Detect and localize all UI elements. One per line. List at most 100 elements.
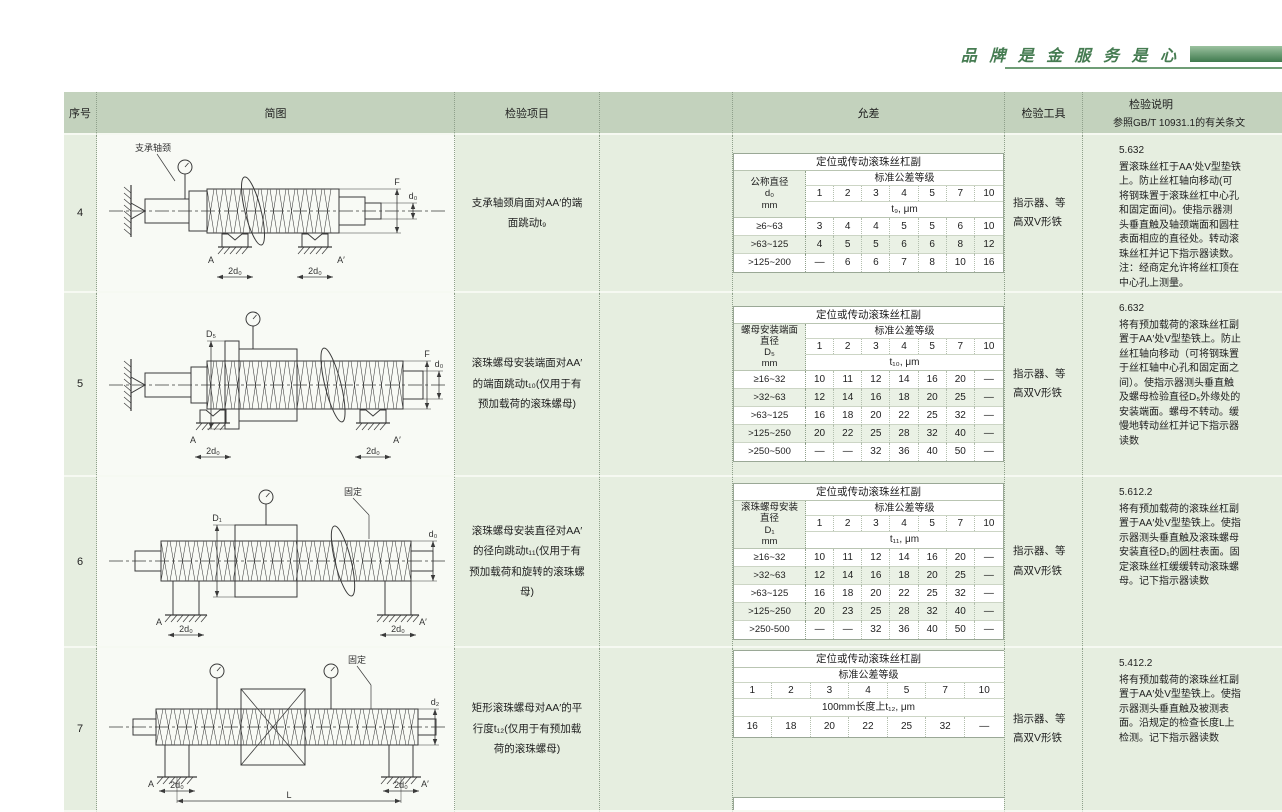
unit-label: t₁₁, μm <box>889 534 920 546</box>
grade-value: 3 <box>811 683 850 698</box>
slogan-text: 品 牌 是 金 服 务 是 心 <box>960 48 1180 65</box>
dim-label: d₀ <box>408 191 417 201</box>
tolerance-value: 11 <box>834 548 863 567</box>
grade-value: 7 <box>947 338 975 354</box>
grade-value: 1 <box>734 683 773 698</box>
tolerance-value: 4 <box>806 236 835 254</box>
tolerance-value: — <box>983 410 994 422</box>
header-item: 检验项目 <box>455 92 600 135</box>
tolerance-value: 20 <box>806 425 835 444</box>
tolerance-value: 16 <box>862 566 891 585</box>
tolerance-value: 10 <box>806 548 835 567</box>
tolerance-value: 32 <box>919 602 947 621</box>
tolerance-value: 18 <box>890 566 919 585</box>
tolerance-value: 32 <box>926 717 965 737</box>
tolerance-value: 25 <box>919 584 947 603</box>
spacer-cell <box>600 135 733 293</box>
tolerance-value: 32 <box>947 407 975 426</box>
tolerance-value: 6 <box>947 218 975 236</box>
tolerance-value: 18 <box>834 584 863 603</box>
tolerance-value: 25 <box>888 717 927 737</box>
tolerance-value: — <box>983 446 994 458</box>
tolerance-value: 22 <box>890 584 919 603</box>
header-tolerance-label: 允差 <box>857 107 880 120</box>
tolerance-value: 8 <box>947 236 975 254</box>
dim-label: D₁ <box>212 513 222 523</box>
slogan-area: 品 牌 是 金 服 务 是 心 <box>961 42 1282 66</box>
tolerance-value: 7 <box>890 254 919 272</box>
tolerance-value: 32 <box>947 584 975 603</box>
tolerance-value: 50 <box>947 443 975 462</box>
tolerance-value: 18 <box>890 389 919 408</box>
note-code: 5.632 <box>1119 145 1145 156</box>
size-range: >125~250 <box>734 602 806 621</box>
tolerance-value: 8 <box>919 254 947 272</box>
tolerance-value: 36 <box>890 443 919 462</box>
tolerance-value: 3 <box>806 218 835 236</box>
note-text: 将有预加载荷的滚珠丝杠副置于AA′处V型垫铁上。使指示器测头垂直触及滚珠螺母安装… <box>1119 503 1241 588</box>
size-range: ≥16~32 <box>734 548 806 567</box>
slogan-bar <box>1190 46 1282 62</box>
tolerance-value: 14 <box>890 548 919 567</box>
tolerance-value: 22 <box>890 407 919 426</box>
tolerance-value: 20 <box>862 584 891 603</box>
size-range: >250-500 <box>734 620 806 639</box>
tolerance-value: 5 <box>919 218 947 236</box>
tolerance-value: 32 <box>862 443 891 462</box>
header-note-sub: 参照GB/T 10931.1的有关条文 <box>1113 118 1246 129</box>
grade-value: 10 <box>978 685 990 696</box>
tolerance-value: 12 <box>862 548 891 567</box>
grade-label: 标准公差等级 <box>806 324 1003 339</box>
callout-fixed: 固定 <box>347 654 365 665</box>
tolerance-value: 40 <box>919 443 947 462</box>
slogan-underline <box>1005 67 1282 69</box>
tolerance-value: 28 <box>890 425 919 444</box>
tolerance-value: — <box>834 620 863 639</box>
tolerance-value: 4 <box>834 218 863 236</box>
tolerance-value: 10 <box>983 221 995 232</box>
row-number: 5 <box>64 293 97 477</box>
header-diagram: 简图 <box>97 92 455 135</box>
datum-a-prime: A′ <box>419 617 427 627</box>
note-text: 将有预加载荷的滚珠丝杠副置于AA′处V型垫铁上。防止丝杠轴向移动（可将钢珠置于丝… <box>1119 319 1241 447</box>
tolerance-value: 18 <box>834 407 863 426</box>
tolerance-value: 12 <box>806 389 835 408</box>
tolerance-value: 16 <box>806 584 835 603</box>
grade-value: 2 <box>834 516 863 532</box>
dim-label: 2d₀ <box>366 446 380 456</box>
dim-label: 2d₀ <box>179 624 193 634</box>
grade-value: 4 <box>890 338 919 354</box>
datum-a-prime: A′ <box>421 779 429 789</box>
tolerance-value: 20 <box>806 602 835 621</box>
tolerance-value: 22 <box>834 425 863 444</box>
tolerance-table-title: 定位或传动滚珠丝杠副 <box>734 154 1003 171</box>
datum-a: A <box>155 617 161 627</box>
spacer-cell <box>600 293 733 477</box>
grade-value: 7 <box>926 683 965 698</box>
grade-value: 2 <box>772 683 811 698</box>
grade-value: 1 <box>806 186 835 201</box>
tolerance-value: 40 <box>947 425 975 444</box>
inspection-item: 支承轴颈肩面对AA′的端面跳动t₉ <box>455 135 600 293</box>
grade-label: 标准公差等级 <box>733 668 1004 683</box>
